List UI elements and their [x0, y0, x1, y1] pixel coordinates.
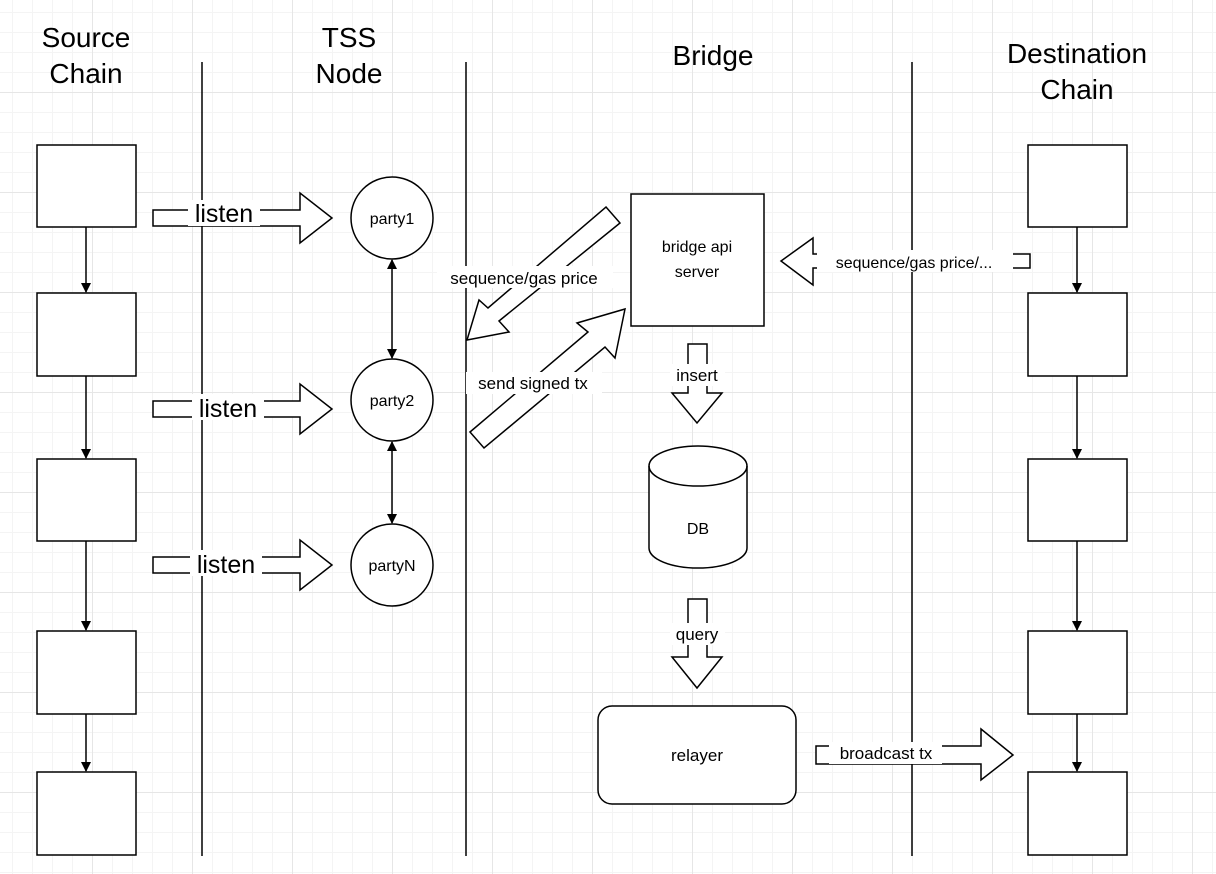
source-block-5[interactable] [36, 771, 137, 856]
lane-title-tss-line2: Node [316, 58, 383, 89]
sequence-gas-price-more-label: sequence/gas price/... [836, 255, 993, 272]
source-block-4[interactable] [36, 630, 137, 715]
destination-block-2[interactable] [1027, 292, 1128, 377]
lane-title-bridge: Bridge [673, 40, 754, 71]
partyN-node[interactable] [350, 523, 434, 607]
source-block-3[interactable] [36, 458, 137, 542]
relayer-label: relayer [671, 746, 723, 765]
partyN-label: partyN [368, 558, 415, 575]
db-cylinder-rim [648, 465, 748, 487]
party1-label: party1 [370, 211, 415, 228]
lane-title-destination-line1: Destination [1007, 38, 1147, 69]
bridge-api-server-label-line2: server [675, 264, 720, 281]
source-block-1[interactable] [36, 144, 137, 228]
broadcast-tx-label: broadcast tx [840, 744, 933, 763]
sequence-gas-price-label: sequence/gas price [450, 269, 597, 288]
source-block-2[interactable] [36, 292, 137, 377]
db-cylinder[interactable] [648, 445, 748, 569]
relayer-box[interactable] [597, 705, 797, 805]
bridge-api-server[interactable] [630, 193, 765, 327]
destination-block-4[interactable] [1027, 630, 1128, 715]
db-label: DB [687, 521, 709, 538]
destination-block-3[interactable] [1027, 458, 1128, 542]
listen-label-2: listen [199, 395, 257, 423]
send-signed-tx-label: send signed tx [478, 374, 588, 393]
lane-title-source-line1: Source [42, 22, 131, 53]
lane-title-source-line2: Chain [49, 58, 122, 89]
bridge-api-server-label-line1: bridge api [662, 239, 732, 256]
listen-label-3: listen [197, 551, 255, 579]
destination-block-5[interactable] [1027, 771, 1128, 856]
lane-title-destination-line2: Chain [1040, 74, 1113, 105]
lane-title-tss-line1: TSS [322, 22, 376, 53]
query-label: query [676, 625, 719, 644]
party2-label: party2 [370, 393, 415, 410]
listen-label-1: listen [195, 200, 253, 228]
insert-label: insert [676, 366, 718, 385]
destination-block-1[interactable] [1027, 144, 1128, 228]
